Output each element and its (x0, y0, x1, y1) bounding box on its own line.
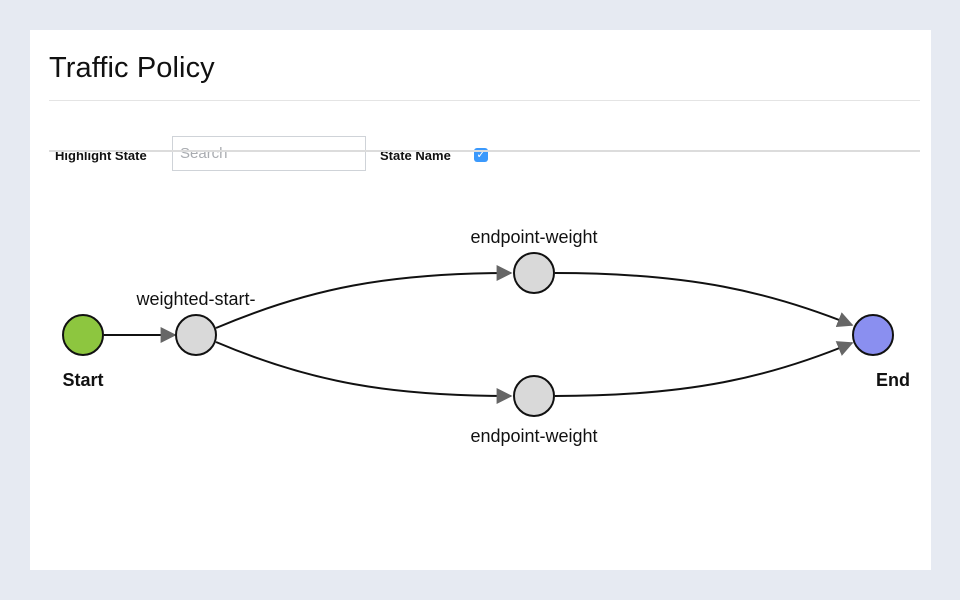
page-title: Traffic Policy (49, 52, 215, 84)
toolbar-divider (49, 150, 920, 152)
end-node[interactable] (852, 314, 894, 356)
weighted-start-node[interactable] (175, 314, 217, 356)
edge-endpoint-bottom-to-end (554, 341, 854, 397)
start-node-label: Start (62, 370, 103, 390)
traffic-policy-panel: Traffic Policy Highlight State State Nam… (30, 30, 931, 570)
endpoint-weight-bottom-label: endpoint-weight (470, 426, 597, 446)
endpoint-weight-node-bottom[interactable] (513, 375, 555, 417)
edge-endpoint-top-to-end (554, 272, 854, 328)
endpoint-weight-top-label: endpoint-weight (470, 227, 597, 247)
start-node[interactable] (62, 314, 104, 356)
state-graph: Start weighted-start- endpoint-weight en… (62, 227, 910, 446)
weighted-start-node-label: weighted-start- (135, 289, 255, 309)
title-divider (49, 100, 920, 101)
end-node-label: End (876, 370, 910, 390)
graph-toolbar: Highlight State State Name ✓ (49, 101, 920, 180)
endpoint-weight-node-top[interactable] (513, 252, 555, 294)
highlight-state-search-input[interactable] (172, 136, 366, 171)
edge-weighted-to-endpoint-bottom (215, 341, 513, 404)
edge-weighted-to-endpoint-top (215, 265, 513, 329)
